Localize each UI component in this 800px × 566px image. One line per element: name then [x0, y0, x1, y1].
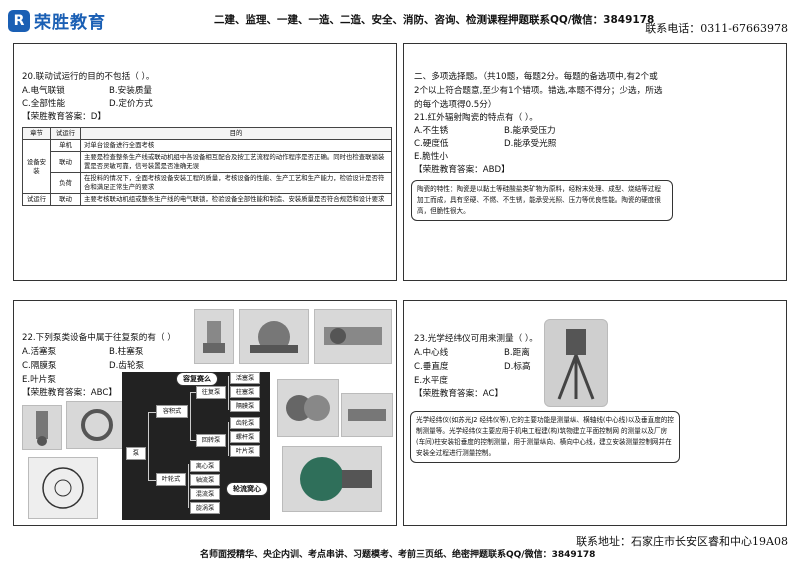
q22-option-d: D.齿轮泵: [109, 361, 145, 371]
pump-diagram: [28, 457, 98, 519]
table-header-row: 章节 试运行 目的: [22, 127, 392, 140]
q21-explanation-box: 陶瓷的特性：陶瓷是以黏土等硅酸盐类矿物为原料，经粉末处理、成型、烧结等过程加工而…: [411, 180, 673, 221]
question-21-panel: 二、多项选择题。（共10题，每题2分。每题的备选项中,有2个或 2个以上符合题意…: [403, 43, 787, 281]
pump-photo: [314, 309, 392, 364]
diagram-leaf: 离心泵: [190, 460, 220, 472]
section-intro-line-2: 2个以上符合题意,至少有1个错项。错选,本题不得分；少选，所选: [414, 86, 663, 96]
table-row: 试运行 联动 主要考核联动机组或整条生产线的电气联锁，检验设备全部性能和制造、安…: [22, 193, 392, 206]
diagram-leaf: 齿轮泵: [230, 417, 260, 429]
pump-photo: [194, 309, 234, 364]
table-cell: 单机: [50, 139, 81, 152]
q21-option-e: E.脆性小: [414, 152, 448, 162]
q20-stem: 20.联动试运行的目的不包括（ ）。: [22, 72, 155, 82]
logo: R 荣胜教育: [8, 8, 106, 33]
table-cell: 主要是检查整条生产线或联动机组中各设备相互配合及按工艺流程的动作程序是否正确。同…: [80, 151, 392, 173]
connector-line: [228, 376, 229, 410]
q23-explanation-box: 光学经纬仪(如苏光J2 经纬仪等),它的主要功能是测量纵、横轴线(中心线)以及垂…: [410, 411, 680, 463]
diagram-leaf: 螺杆泵: [230, 431, 260, 443]
diagram-leaf: 混流泵: [190, 488, 220, 500]
q22-answer: 【荣胜教育答案：ABC】: [22, 388, 117, 398]
q23-answer: 【荣胜教育答案：AC】: [414, 389, 504, 399]
table-row: 负荷 在投料的情况下，全面考核设备安装工程的质量，考核设备的性能、生产工艺和生产…: [23, 172, 392, 194]
question-22-panel: 22.下列泵类设备中属于往复泵的有（ ） A.活塞泵 B.柱塞泵 C.隔膜泵 D…: [13, 300, 397, 526]
q20-option-b: B.安装质量: [109, 86, 153, 96]
theodolite-photo: [544, 319, 608, 407]
diagram-leaf: 活塞泵: [230, 372, 260, 384]
q23-stem: 23.光学经纬仪可用来测量（ ）。: [414, 334, 538, 344]
q20-reference-table: 章节 试运行 目的 设备安装 单机 对单台设备进行全面考核 联动 主要是检查整条…: [22, 127, 392, 206]
connector-line: [148, 412, 149, 480]
diagram-leaf: 隔膜泵: [230, 400, 260, 412]
logo-text: 荣胜教育: [34, 13, 106, 33]
q21-stem: 21.红外辐射陶瓷的特点有（ ）。: [414, 113, 538, 123]
connector-line: [228, 422, 229, 456]
question-23-panel: 23.光学经纬仪可用来测量（ ）。 A.中心线 B.距离 C.垂直度 D.标高 …: [403, 300, 787, 526]
gear-pump-photo: [277, 379, 339, 437]
footer-address: 联系地址：石家庄市长安区睿和中心19A08: [576, 535, 788, 548]
diagram-leaf: 旋涡泵: [190, 502, 220, 514]
diagram-mnemonic-tag: 容复赛么: [176, 372, 218, 386]
q22-option-a: A.活塞泵: [22, 347, 57, 357]
q20-option-c: C.全部性能: [22, 99, 66, 109]
q23-option-c: C.垂直度: [414, 362, 449, 372]
diagram-leaf: 柱塞泵: [230, 386, 260, 398]
q21-option-c: C.硬度低: [414, 139, 449, 149]
q23-option-e: E.水平度: [414, 376, 448, 386]
header-phone: 联系电话：0311-67663978: [645, 22, 788, 35]
q23-option-b: B.距离: [504, 348, 530, 358]
pump-photo: [22, 405, 62, 450]
pump-photo: [66, 401, 128, 449]
pump-classification-diagram: 泵 容积式 叶轮式 往复泵 回转泵 活塞泵 柱塞泵 隔膜泵 齿轮泵 螺杆泵 叶片…: [122, 372, 270, 520]
question-20-panel: 20.联动试运行的目的不包括（ ）。 A.电气联锁 B.安装质量 C.全部性能 …: [13, 43, 397, 281]
q23-option-a: A.中心线: [414, 348, 449, 358]
diagram-root-pump: 泵: [126, 447, 146, 460]
table-header-cell: 章节: [22, 127, 51, 140]
diagram-node-huizhuan: 回转泵: [196, 434, 226, 447]
connector-line: [148, 480, 156, 481]
connector-line: [190, 392, 191, 440]
footer-info: 名师面授精华、央企内训、考点串讲、习题模考、考前三页纸、绝密押题联系QQ/微信：…: [200, 550, 596, 560]
connector-line: [148, 412, 156, 413]
connector-line: [190, 440, 196, 441]
table-cell: 联动: [50, 193, 81, 206]
q21-option-d: D.能承受光照: [504, 139, 557, 149]
diagram-node-wangfu: 往复泵: [196, 386, 226, 399]
centrifugal-pump-photo: [282, 446, 382, 512]
section-intro-line-1: 二、多项选择题。（共10题，每题2分。每题的备选项中,有2个或: [414, 72, 658, 82]
table-header-cell: 目的: [80, 127, 392, 140]
diagram-node-rongji: 容积式: [156, 405, 188, 418]
diagram-mnemonic-tag: 轮流窝心: [226, 482, 268, 496]
table-cell: 对单台设备进行全面考核: [80, 139, 392, 152]
diagram-leaf: 轴流泵: [190, 474, 220, 486]
table-cell: 主要考核联动机组或整条生产线的电气联锁，检验设备全部性能和制造、安装质量是否符合…: [80, 193, 392, 206]
q20-answer: 【荣胜教育答案：D】: [22, 112, 106, 122]
table-header-cell: 试运行: [50, 127, 81, 140]
logo-icon: R: [8, 9, 30, 32]
q21-answer: 【荣胜教育答案：ABD】: [414, 165, 510, 175]
q22-option-e: E.叶片泵: [22, 375, 56, 385]
table-cell: 在投料的情况下，全面考核设备安装工程的质量，考核设备的性能、生产工艺和生产能力，…: [80, 172, 392, 194]
diagram-node-yedong: 叶轮式: [156, 473, 186, 486]
pump-photo: [239, 309, 309, 364]
table-cell: 负荷: [50, 172, 81, 194]
diagram-leaf: 叶片泵: [230, 445, 260, 457]
q21-option-a: A.不生锈: [414, 126, 449, 136]
connector-line: [190, 392, 196, 393]
header-course-info: 二建、监理、一建、一造、二造、安全、消防、咨询、检测课程押题联系QQ/微信：38…: [214, 14, 655, 26]
table-group-cell: 试运行: [22, 193, 51, 206]
q23-option-d: D.标高: [504, 362, 531, 372]
section-intro-line-3: 的每个选项得0.5分）: [414, 100, 497, 110]
q20-option-a: A.电气联锁: [22, 86, 65, 96]
screw-pump-photo: [341, 393, 393, 437]
q22-option-c: C.隔膜泵: [22, 361, 57, 371]
table-row: 设备安装 单机 对单台设备进行全面考核: [22, 139, 392, 194]
table-group-cell: 设备安装: [22, 139, 51, 194]
q22-stem: 22.下列泵类设备中属于往复泵的有（ ）: [22, 333, 176, 343]
q21-option-b: B.能承受压力: [504, 126, 556, 136]
q20-option-d: D.定价方式: [109, 99, 153, 109]
table-row: 联动 主要是检查整条生产线或联动机组中各设备相互配合及按工艺流程的动作程序是否正…: [23, 151, 392, 173]
table-cell: 联动: [50, 151, 81, 173]
q22-option-b: B.柱塞泵: [109, 347, 144, 357]
connector-line: [188, 464, 189, 508]
